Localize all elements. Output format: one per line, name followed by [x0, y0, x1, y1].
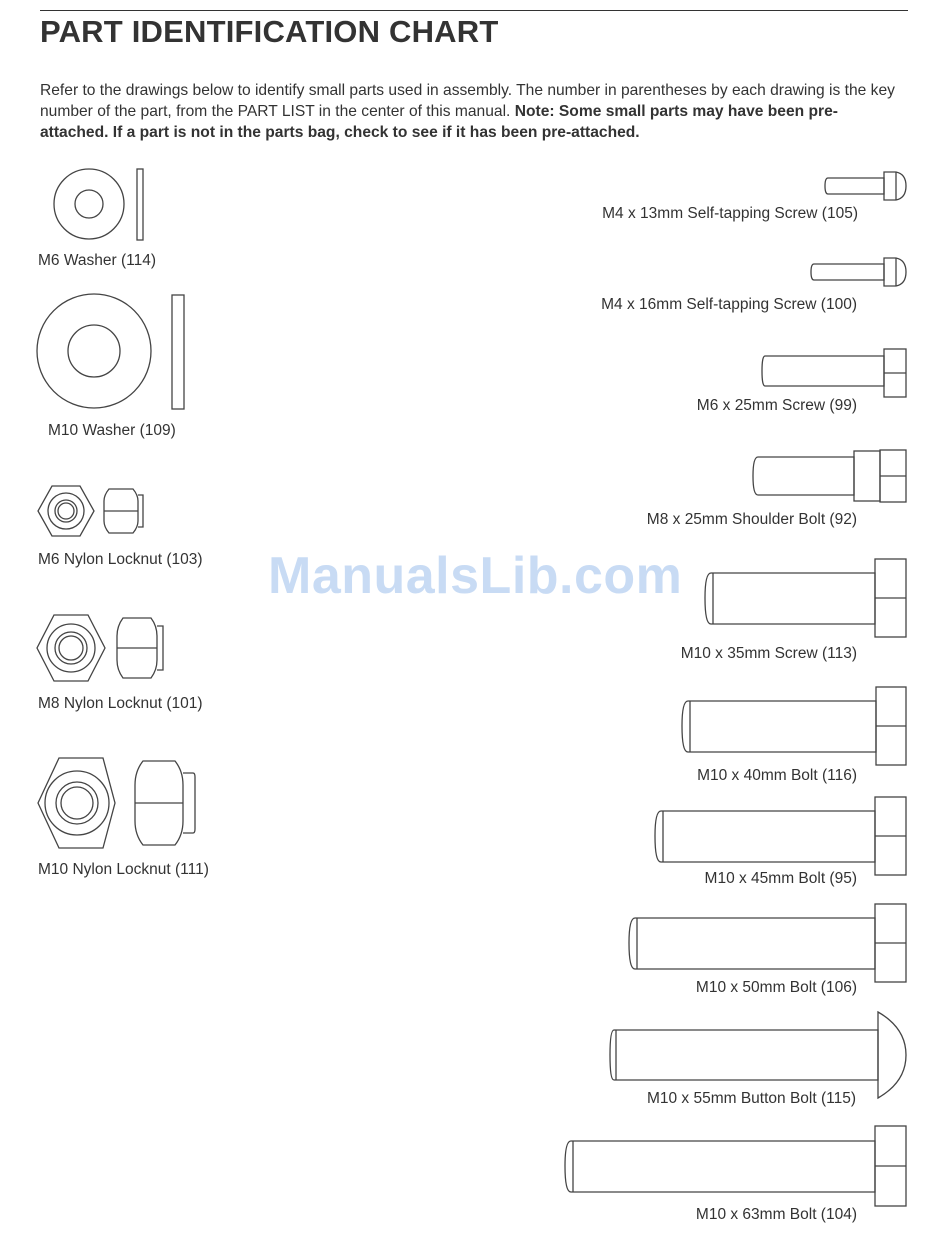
part-label-m10x45-bolt: M10 x 45mm Bolt (95) [704, 870, 857, 887]
part-label-m10x63-bolt: M10 x 63mm Bolt (104) [695, 1206, 857, 1223]
washer-icon [53, 168, 144, 241]
button-bolt-icon [609, 1010, 907, 1100]
locknut-icon [37, 485, 144, 537]
intro-note: Note: Some small parts may have been pre… [40, 103, 838, 141]
bolt-icon [628, 903, 907, 983]
part-label-m8x25-shoulder-bolt: M8 x 25mm Shoulder Bolt (92) [646, 511, 857, 528]
part-label-m10x50-bolt: M10 x 50mm Bolt (106) [695, 979, 857, 996]
bolt-icon [681, 686, 907, 766]
bolt-icon [752, 449, 907, 503]
screw-icon [824, 171, 907, 201]
intro-paragraph: Refer to the drawings below to identify … [40, 80, 895, 143]
page-title: PART IDENTIFICATION CHART [40, 14, 499, 49]
screw-icon [704, 558, 907, 638]
part-label-m10x35-screw: M10 x 35mm Screw (113) [680, 645, 857, 662]
top-rule [40, 10, 908, 11]
locknut-icon [37, 757, 196, 849]
bolt-icon [564, 1125, 907, 1207]
part-label-m10x40-bolt: M10 x 40mm Bolt (116) [697, 767, 857, 784]
part-label-m4x13-screw: M4 x 13mm Self-tapping Screw (105) [602, 205, 858, 222]
part-label-m4x16-screw: M4 x 16mm Self-tapping Screw (100) [601, 296, 857, 313]
bolt-icon [654, 796, 907, 876]
intro-text: Refer to the drawings below to identify … [40, 82, 895, 120]
part-label-m6-washer: M6 Washer (114) [38, 252, 157, 269]
part-label-m6-locknut: M6 Nylon Locknut (103) [38, 551, 203, 568]
part-label-m8-locknut: M8 Nylon Locknut (101) [38, 695, 203, 712]
screw-icon [810, 257, 907, 287]
washer-icon [36, 293, 185, 410]
screw-icon [761, 348, 907, 398]
part-label-m10-locknut: M10 Nylon Locknut (111) [38, 861, 209, 878]
part-label-m6x25-screw: M6 x 25mm Screw (99) [696, 397, 857, 414]
part-label-m10-washer: M10 Washer (109) [48, 422, 176, 439]
locknut-icon [36, 614, 164, 682]
part-label-m10x55-button-bolt: M10 x 55mm Button Bolt (115) [646, 1090, 856, 1107]
watermark: ManualsLib.com [268, 547, 683, 605]
